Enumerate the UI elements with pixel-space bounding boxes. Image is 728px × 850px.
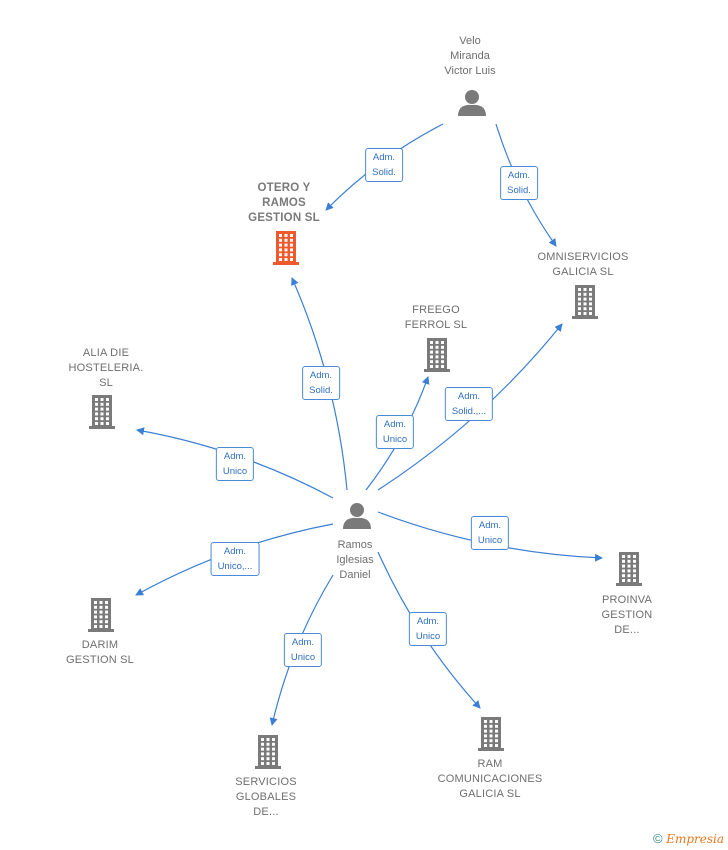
building-icon-proinva[interactable]	[616, 552, 642, 586]
edge-label-velo-otero[interactable]: Adm. Solid.	[365, 148, 403, 182]
building-icon-freego[interactable]	[424, 338, 450, 372]
edge-label-ramos-omniservicios[interactable]: Adm. Solid.,...	[444, 387, 494, 421]
node-label-freego[interactable]: FREEGO FERROL SL	[404, 304, 468, 331]
edge-label-ramos-darim[interactable]: Adm. Unico,...	[210, 542, 260, 576]
edge-label-ramos-freego[interactable]: Adm. Unico	[375, 415, 415, 449]
building-icon-ram[interactable]	[478, 717, 504, 751]
edge-label-ramos-proinva[interactable]: Adm. Unico	[470, 516, 510, 550]
edge-label-velo-omniservicios[interactable]: Adm. Solid.	[500, 166, 538, 200]
building-icon-otero[interactable]	[273, 231, 299, 265]
person-icon-ramos[interactable]	[343, 503, 371, 529]
node-label-ramos[interactable]: Ramos Iglesias Daniel	[336, 539, 374, 581]
node-label-ram[interactable]: RAM COMUNICACIONES GALICIA SL	[437, 758, 543, 800]
person-icon-velo[interactable]	[458, 90, 486, 116]
footer-brand: © Empresia	[653, 831, 724, 846]
node-label-alia[interactable]: ALIA DIE HOSTELERIA. SL	[68, 347, 144, 389]
edge-label-ramos-ram[interactable]: Adm. Unico	[408, 612, 448, 646]
building-icon-servicios[interactable]	[255, 735, 281, 769]
edge-label-ramos-alia[interactable]: Adm. Unico	[215, 447, 255, 481]
edge-label-ramos-servicios[interactable]: Adm. Unico	[283, 633, 323, 667]
node-label-omniservicios[interactable]: OMNISERVICIOS GALICIA SL	[537, 251, 629, 278]
node-label-otero[interactable]: OTERO Y RAMOS GESTION SL	[248, 182, 320, 224]
node-label-proinva[interactable]: PROINVA GESTION DE...	[601, 594, 653, 636]
node-label-velo[interactable]: Velo Miranda Victor Luis	[444, 35, 496, 77]
node-label-servicios[interactable]: SERVICIOS GLOBALES DE...	[235, 776, 297, 818]
copyright-symbol: ©	[652, 831, 663, 846]
edge-label-ramos-otero[interactable]: Adm. Solid.	[302, 366, 340, 400]
brand-logo-text: Empresia	[666, 832, 724, 846]
node-label-darim[interactable]: DARIM GESTION SL	[65, 639, 135, 666]
building-icon-alia[interactable]	[89, 395, 115, 429]
building-icon-darim[interactable]	[88, 598, 114, 632]
building-icon-omniservicios[interactable]	[572, 285, 598, 319]
